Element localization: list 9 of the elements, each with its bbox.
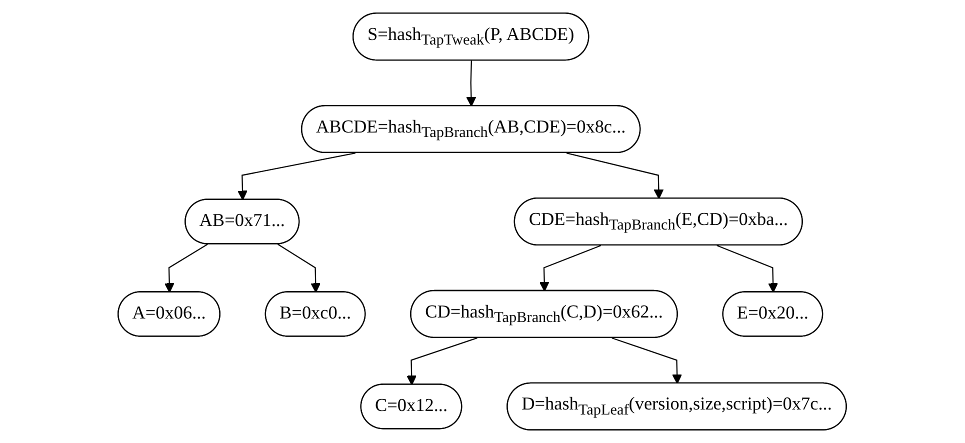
arrow	[238, 152, 356, 200]
arrow	[164, 244, 208, 293]
arrow	[612, 337, 682, 384]
arrow	[717, 244, 778, 293]
arrow	[278, 244, 321, 293]
arrow	[406, 337, 478, 386]
arrow	[566, 152, 664, 200]
arrow	[540, 244, 602, 292]
arrow	[466, 60, 476, 107]
